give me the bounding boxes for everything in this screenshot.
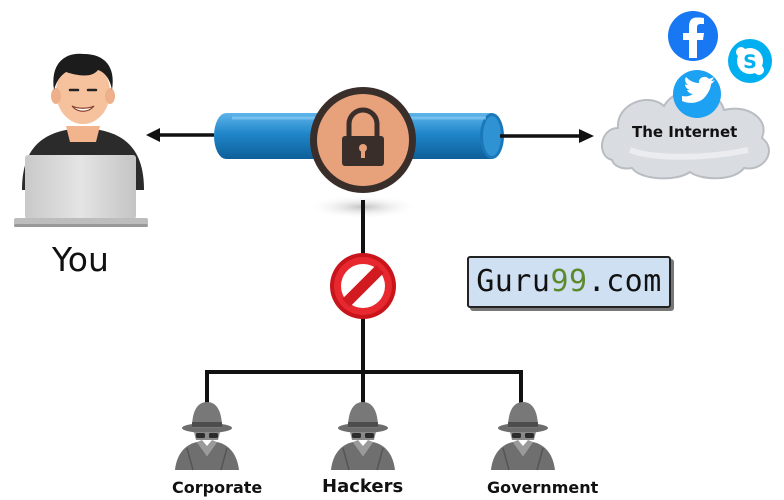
guru99-logo: Guru99.com: [467, 256, 671, 308]
spy-hat-icon-hackers: [330, 401, 396, 471]
arrow-to-internet: [500, 129, 594, 143]
twitter-icon: [673, 70, 721, 118]
cloud-icon: [601, 89, 770, 180]
label-you: You: [52, 240, 109, 279]
arrow-to-you: [146, 128, 214, 142]
facebook-icon: [668, 11, 718, 61]
logo-prefix: Guru: [476, 264, 551, 299]
spy-hat-icon-corporate: [174, 401, 240, 471]
skype-icon: S: [728, 39, 772, 83]
svg-text:S: S: [743, 51, 757, 73]
label-corporate: Corporate: [172, 478, 263, 497]
no-entry-sign-icon: [330, 253, 396, 319]
label-government: Government: [487, 478, 599, 497]
label-hackers: Hackers: [322, 476, 404, 497]
logo-number: 99: [550, 264, 588, 299]
logo-suffix: .com: [587, 264, 662, 299]
label-internet: The Internet: [632, 123, 738, 141]
spy-hat-icon-government: [490, 401, 556, 471]
person-with-laptop-icon: [14, 53, 148, 227]
padlock-icon: [307, 87, 419, 219]
